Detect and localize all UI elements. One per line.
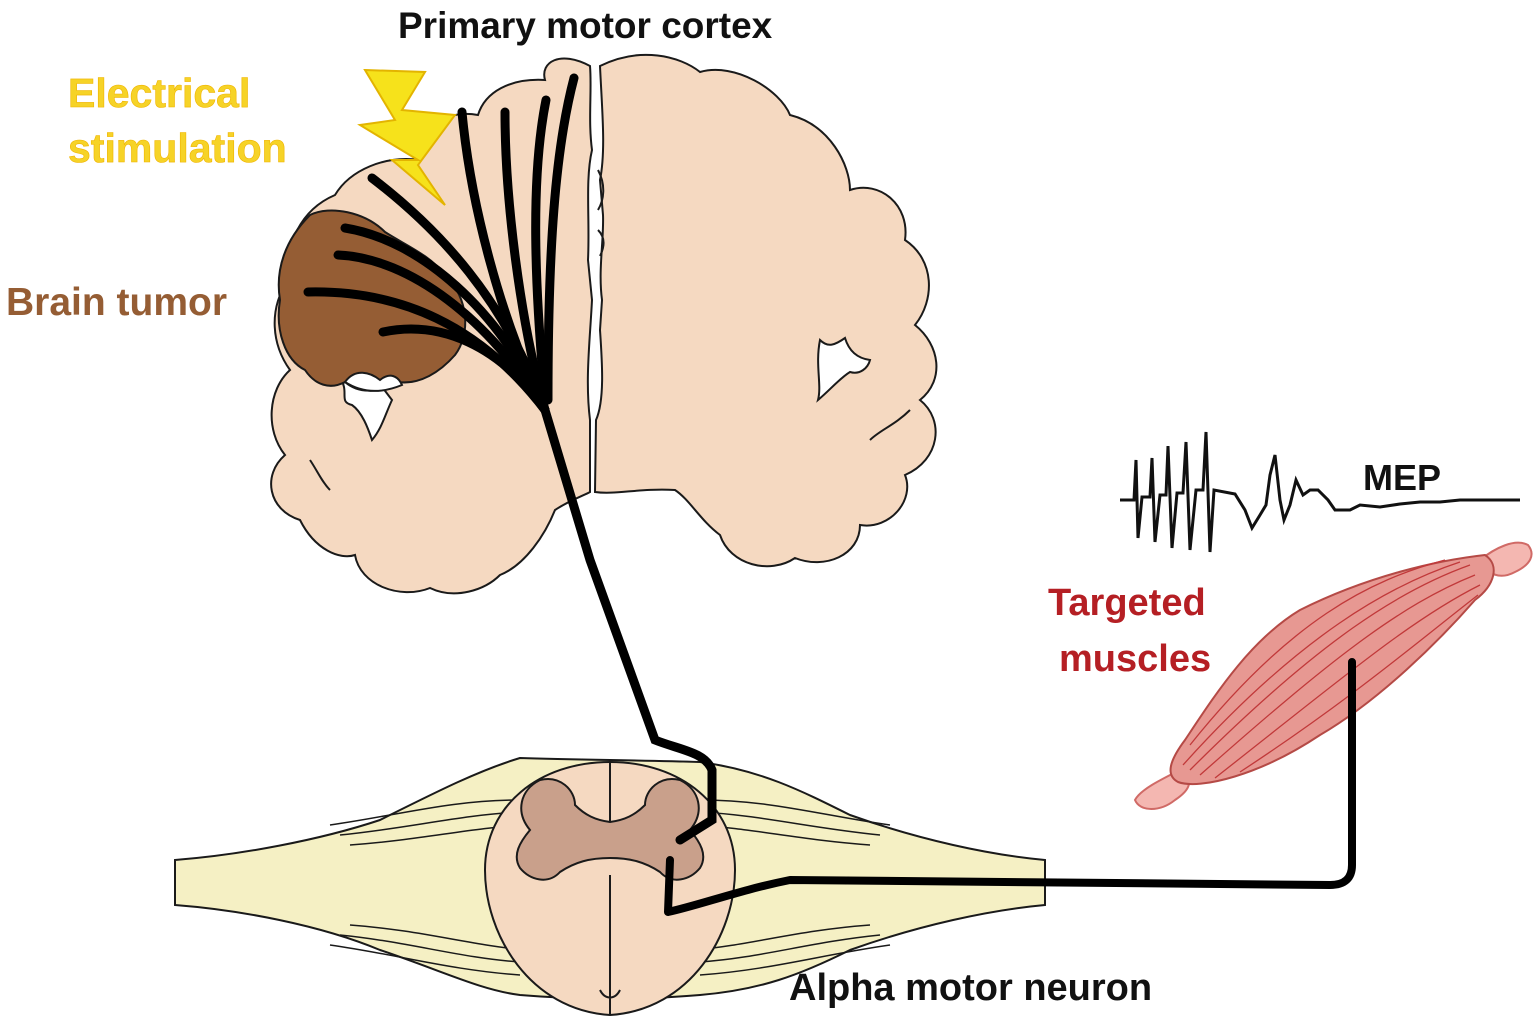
targeted-muscle bbox=[1133, 541, 1533, 810]
brain-sulcus bbox=[816, 336, 872, 403]
brain-right-hemisphere bbox=[593, 53, 938, 568]
tract-fiber bbox=[543, 73, 579, 405]
label-electrical-stimulation-line2: stimulation bbox=[68, 125, 287, 171]
tract-fiber bbox=[340, 223, 550, 415]
lightning-bolt-icon bbox=[357, 68, 457, 206]
corticospinal-tract bbox=[303, 73, 717, 845]
label-brain-tumor: Brain tumor bbox=[6, 281, 227, 324]
tumor-sulcus bbox=[343, 371, 404, 392]
brain-sulcus bbox=[309, 409, 911, 491]
spinal-cord bbox=[174, 756, 1046, 1017]
tract-fiber bbox=[531, 95, 551, 405]
muscle-belly bbox=[1169, 553, 1495, 786]
tract-fiber bbox=[378, 324, 550, 415]
label-targeted-muscles-line1: Targeted bbox=[1048, 582, 1206, 624]
tract-fiber bbox=[500, 107, 550, 415]
alpha-motor-neuron-axon bbox=[664, 658, 1356, 916]
label-primary-motor-cortex: Primary motor cortex bbox=[398, 5, 773, 46]
tract-main bbox=[540, 405, 717, 845]
muscle-fibers bbox=[1182, 559, 1481, 779]
mep-waveform bbox=[1120, 431, 1520, 553]
brain-sulcus bbox=[597, 169, 605, 257]
label-mep: MEP bbox=[1363, 457, 1441, 498]
label-alpha-motor-neuron: Alpha motor neuron bbox=[789, 967, 1152, 1009]
spinal-cord-fissure bbox=[599, 762, 621, 1015]
label-electrical-stimulation-line1: Electrical bbox=[68, 70, 250, 116]
label-targeted-muscles-line2: muscles bbox=[1059, 638, 1211, 680]
